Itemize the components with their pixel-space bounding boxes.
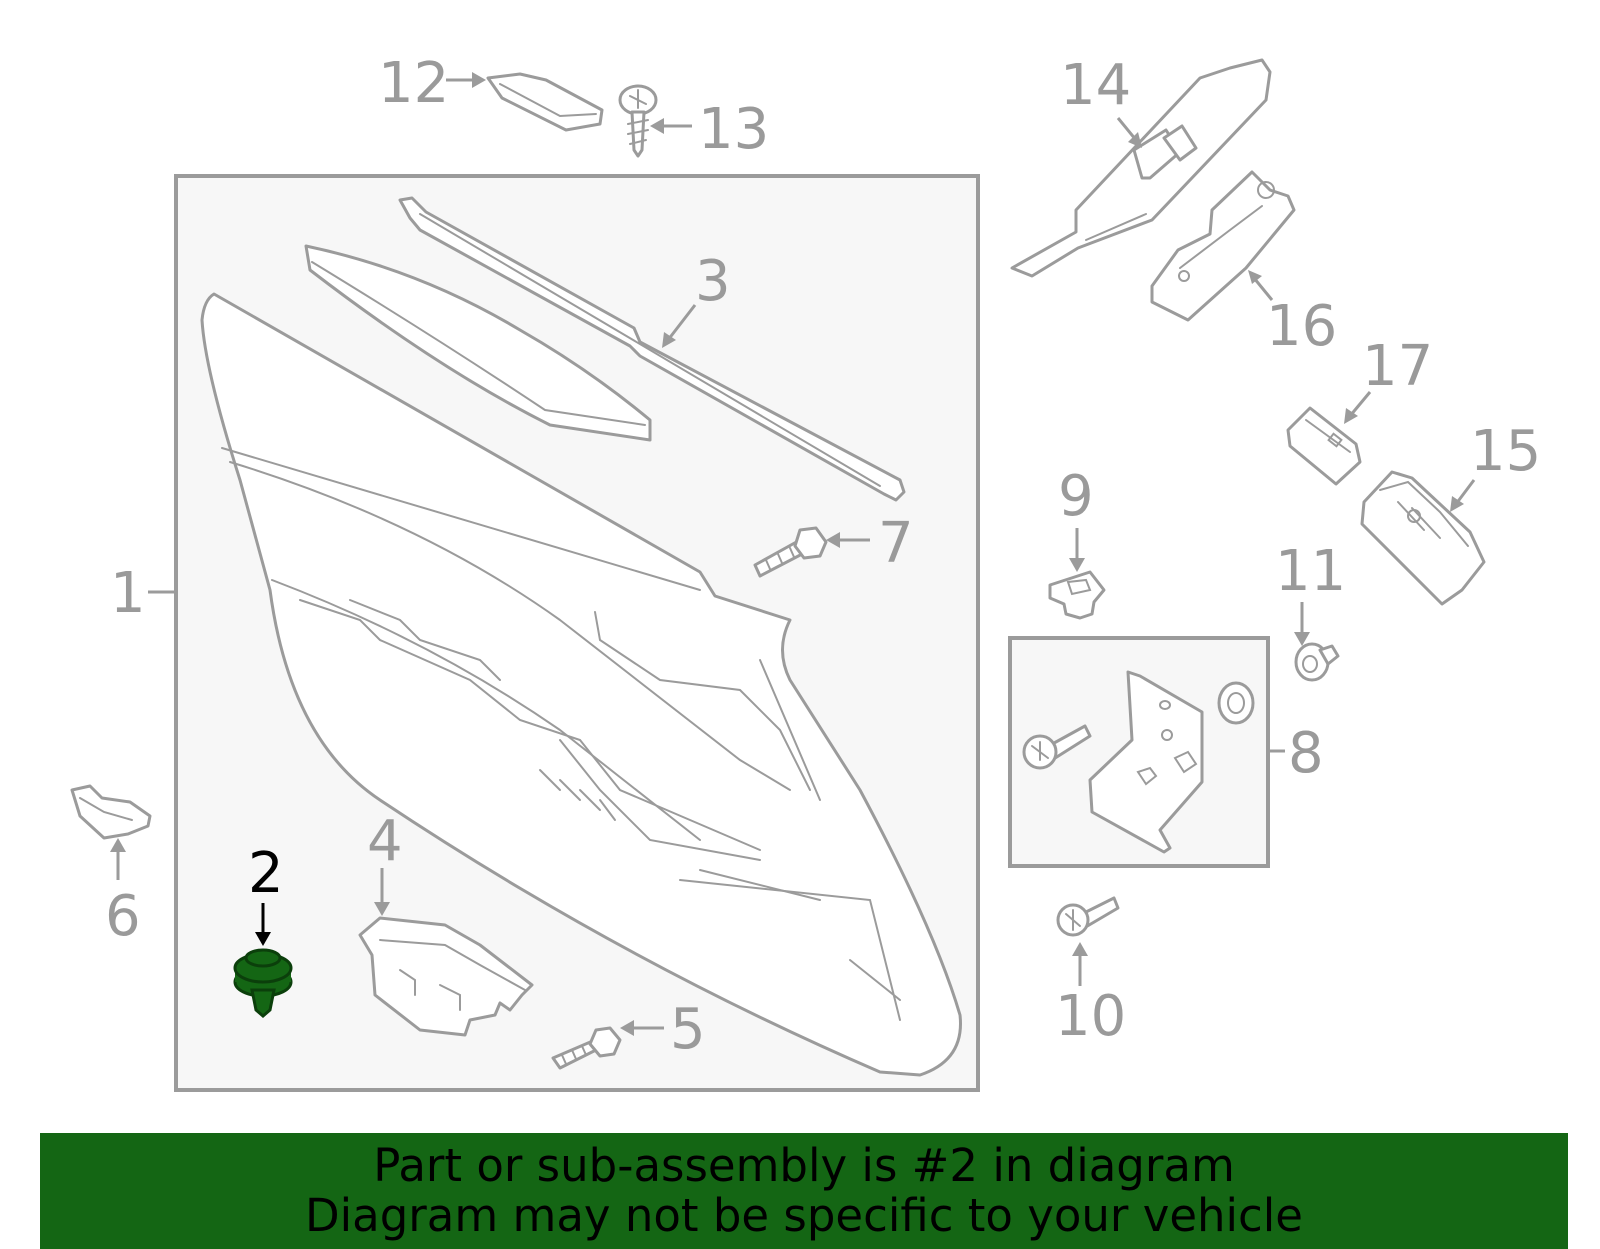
callout-5: 5	[670, 997, 706, 1062]
callout-8: 8	[1288, 721, 1324, 786]
screw-10[interactable]	[1056, 896, 1120, 937]
screw-5[interactable]	[551, 1026, 622, 1070]
callout-14-arrowhead	[1128, 132, 1142, 148]
callout-7-arrowhead	[826, 532, 840, 548]
callout-17-arrowhead	[1344, 408, 1358, 424]
callout-15-arrowhead	[1450, 496, 1464, 512]
callout-2-arrowhead	[255, 932, 271, 946]
switch-17[interactable]	[1286, 406, 1362, 486]
screw-13[interactable]	[618, 84, 658, 158]
callout-3-arrowhead	[662, 332, 676, 348]
callout-1: 1	[110, 561, 146, 626]
callout-9: 9	[1058, 464, 1094, 529]
callout-17-leader	[1348, 391, 1372, 417]
callout-10-arrowhead	[1072, 942, 1088, 956]
switch-bezel[interactable]	[358, 916, 534, 1037]
upper-trim-pad[interactable]	[304, 244, 652, 442]
banner-disclaimer-line: Diagram may not be specific to your vehi…	[305, 1189, 1303, 1242]
bracket-screw[interactable]	[1022, 724, 1092, 770]
callout-3-leader	[666, 304, 697, 341]
switch-module-16[interactable]	[1150, 170, 1296, 322]
mounting-bracket[interactable]	[1088, 670, 1204, 854]
banner-part-line: Part or sub-assembly is #2 in diagram	[373, 1139, 1235, 1192]
callout-17: 17	[1362, 334, 1433, 399]
door-trim-panel[interactable]	[200, 292, 962, 1077]
screw-7[interactable]	[753, 526, 828, 578]
callout-14-leader	[1116, 117, 1138, 141]
callout-15-leader	[1454, 479, 1476, 505]
push-retainer-clip[interactable]	[233, 948, 293, 1018]
callout-6-arrowhead	[110, 838, 126, 852]
callout-12: 12	[378, 51, 449, 116]
callout-14: 14	[1060, 53, 1131, 118]
callout-16: 16	[1266, 294, 1337, 359]
trim-cap-12[interactable]	[486, 72, 604, 132]
grommet-11[interactable]	[1294, 642, 1340, 682]
trim-clip-6[interactable]	[70, 784, 152, 840]
window-switch-15[interactable]	[1360, 470, 1486, 606]
bracket-washer[interactable]	[1217, 681, 1255, 725]
callout-10: 10	[1055, 984, 1126, 1049]
callout-9-arrowhead	[1069, 558, 1085, 572]
callout-13: 13	[698, 97, 769, 162]
info-banner: Part or sub-assembly is #2 in diagram Di…	[40, 1133, 1568, 1249]
callout-4: 4	[367, 809, 403, 874]
callout-3: 3	[695, 249, 731, 314]
callout-6: 6	[105, 884, 141, 949]
callout-12-arrowhead	[472, 72, 486, 88]
window-switch-bezel[interactable]	[1010, 58, 1272, 278]
callout-11-arrowhead	[1294, 632, 1310, 646]
callout-16-leader	[1252, 277, 1274, 301]
callout-4-arrowhead	[374, 902, 390, 916]
callout-7: 7	[878, 511, 914, 576]
clip-nut-9[interactable]	[1048, 570, 1106, 620]
callout-11: 11	[1275, 539, 1346, 604]
callout-13-arrowhead	[650, 118, 664, 134]
callout-2: 2	[248, 841, 284, 906]
belt-weatherstrip[interactable]	[398, 196, 906, 502]
callout-16-arrowhead	[1248, 270, 1262, 284]
callout-5-arrowhead	[620, 1020, 634, 1036]
callout-15: 15	[1470, 419, 1541, 484]
